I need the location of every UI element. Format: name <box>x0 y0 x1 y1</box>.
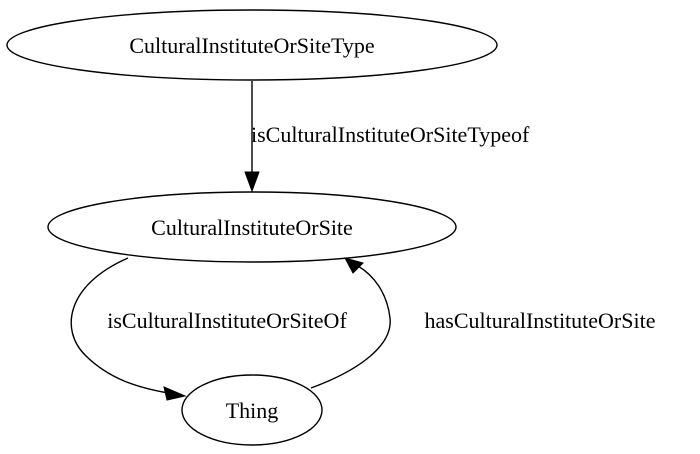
node-cultural-institute-or-site-type[interactable]: CulturalInstituteOrSiteType <box>6 9 498 81</box>
edge-label: isCulturalInstituteOrSiteTypeof <box>251 122 530 147</box>
node-ellipse <box>47 191 457 263</box>
node-label: Thing <box>226 398 279 423</box>
arrowhead-icon <box>163 386 187 401</box>
edge-is-cultural-institute-or-site-of: isCulturalInstituteOrSiteOf <box>70 257 347 401</box>
node-thing[interactable]: Thing <box>181 374 323 446</box>
node-label: CulturalInstituteOrSite <box>151 215 353 240</box>
arrowhead-icon <box>244 171 260 193</box>
node-label: CulturalInstituteOrSiteType <box>129 33 374 58</box>
node-ellipse <box>6 9 498 81</box>
edge-has-cultural-institute-or-site: hasCulturalInstituteOrSite <box>310 257 656 389</box>
arrowhead-icon <box>344 257 364 274</box>
edge-line <box>70 257 169 394</box>
edge-line <box>310 265 391 389</box>
edge-is-cultural-institute-or-site-typeof: isCulturalInstituteOrSiteTypeof <box>244 81 530 193</box>
edge-label: isCulturalInstituteOrSiteOf <box>107 308 347 333</box>
node-ellipse <box>181 374 323 446</box>
edge-label: hasCulturalInstituteOrSite <box>425 308 656 333</box>
node-cultural-institute-or-site[interactable]: CulturalInstituteOrSite <box>47 191 457 263</box>
